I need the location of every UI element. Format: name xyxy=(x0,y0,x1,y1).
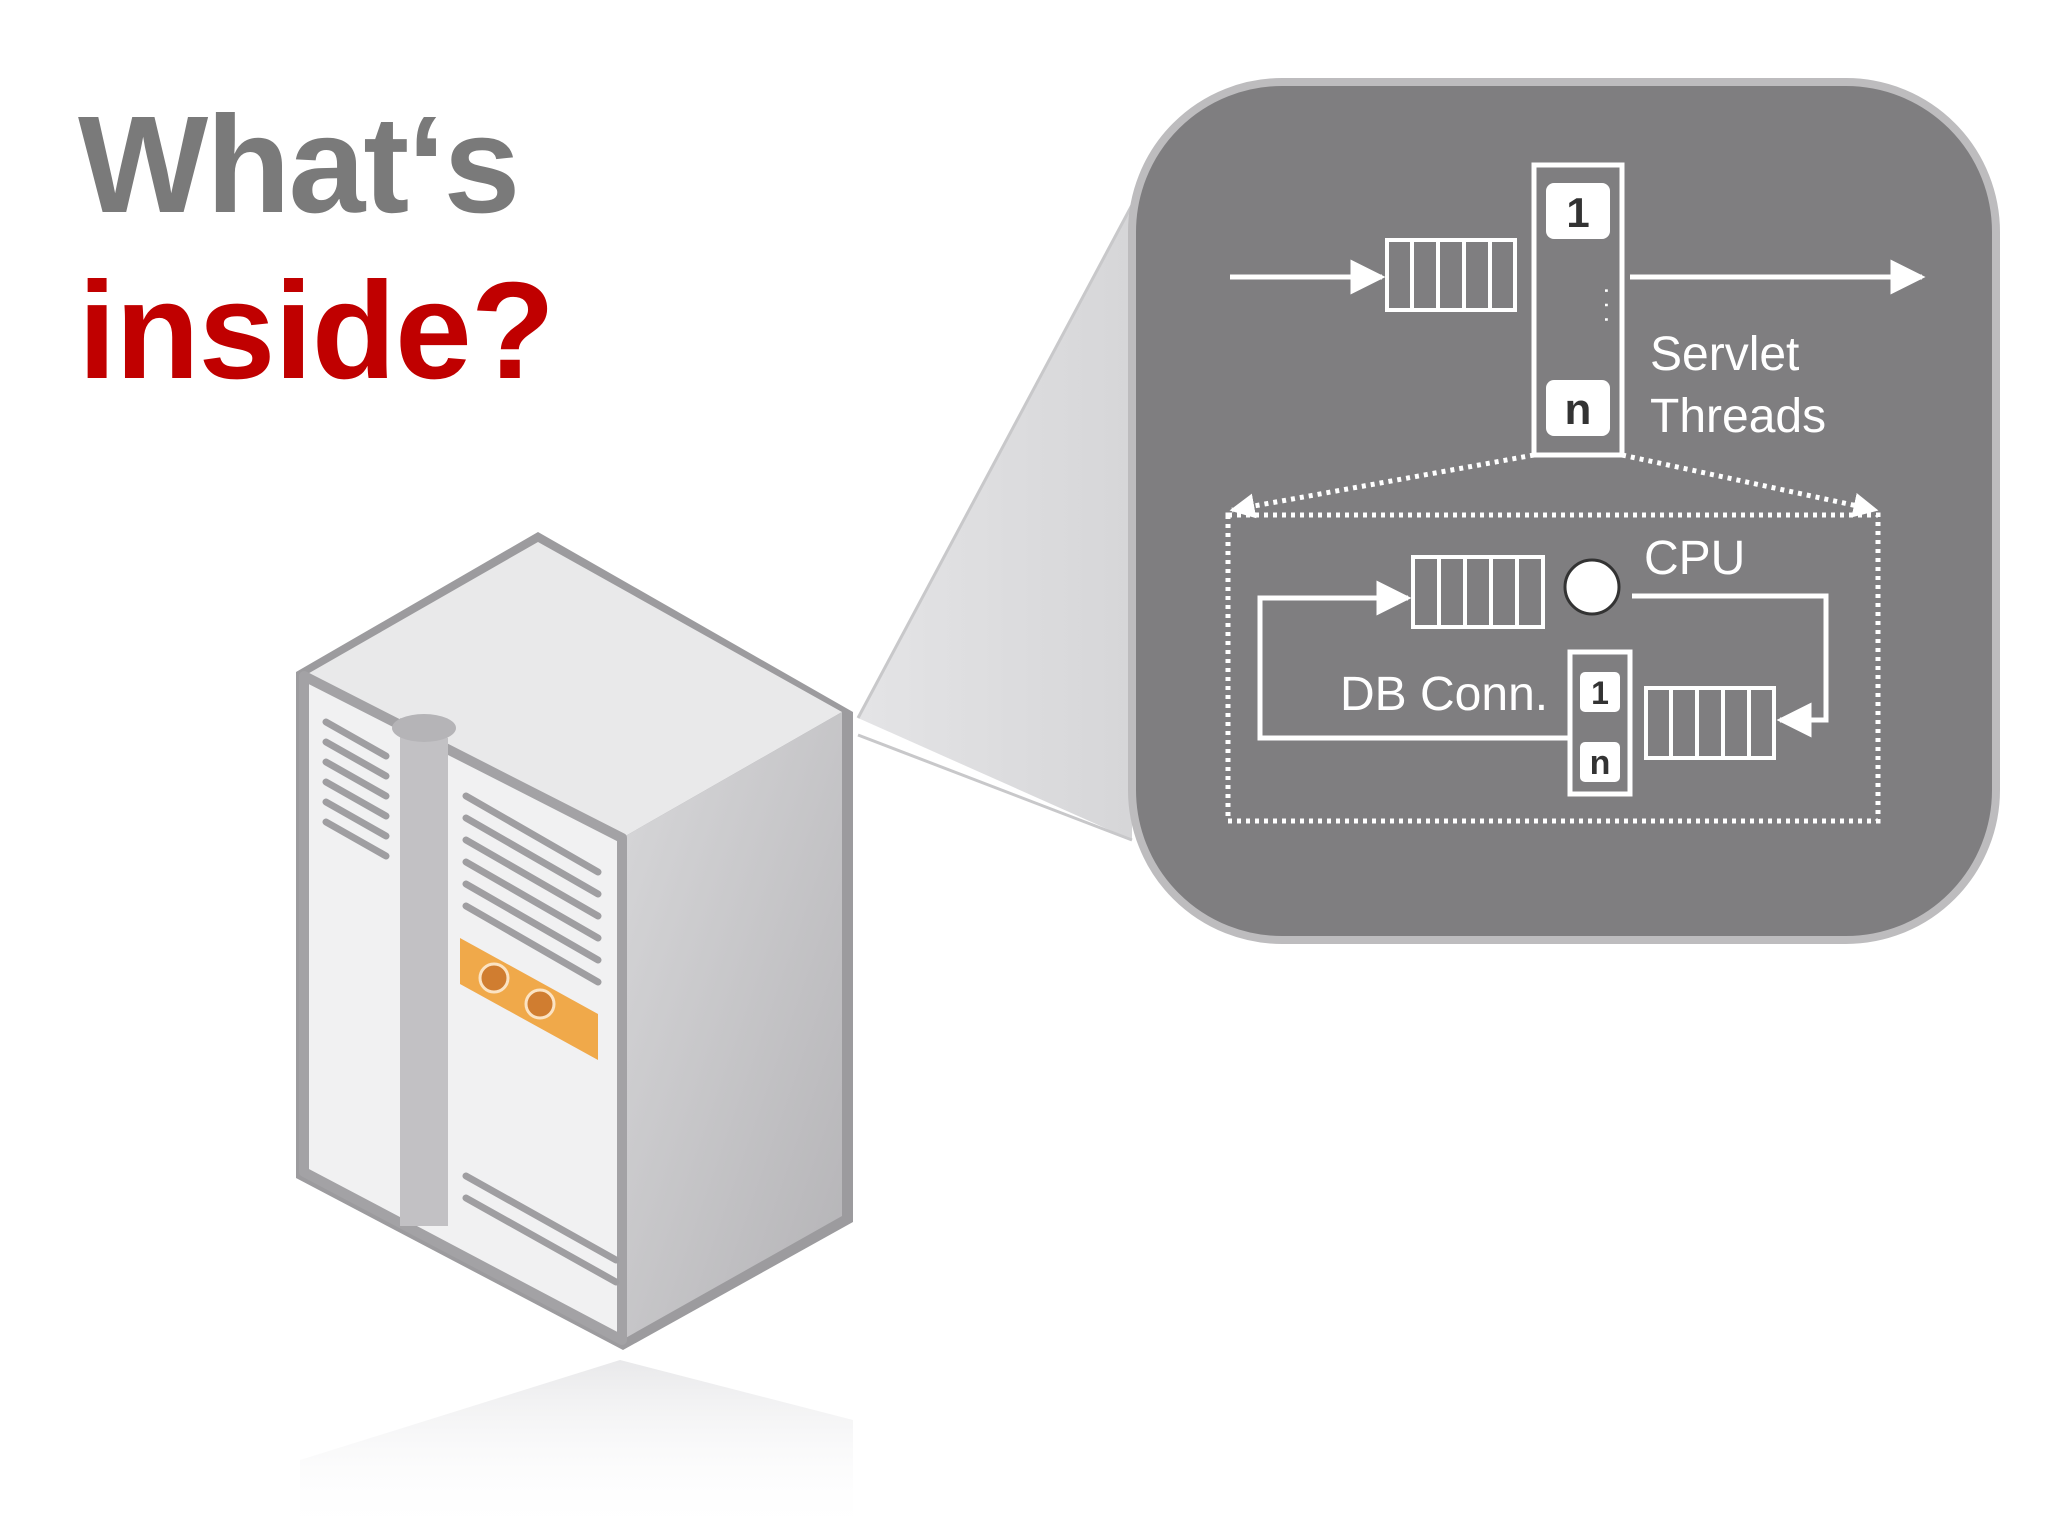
thread-first-box xyxy=(1546,183,1610,239)
servlet-threads-label-line1: Servlet xyxy=(1650,328,1799,381)
db-first-box xyxy=(1580,672,1620,712)
db-last-box xyxy=(1580,742,1620,782)
server-icon xyxy=(296,532,853,1350)
expansion-line-right xyxy=(1621,452,1879,518)
db-queue xyxy=(1644,686,1776,760)
db-last-label: n xyxy=(1590,744,1611,782)
title-line1: What‘s xyxy=(78,88,520,242)
zoom-wedge-edge-bottom xyxy=(857,733,1133,842)
request-queue xyxy=(1385,238,1517,312)
cpu-circle xyxy=(1563,558,1621,616)
cpu-to-db-line xyxy=(1632,593,1829,738)
cpu-loop-return-line xyxy=(1257,580,1568,741)
db-conn-label: DB Conn. xyxy=(1340,668,1548,721)
expansion-line-left xyxy=(1229,452,1535,519)
db-first-label: 1 xyxy=(1591,675,1609,711)
thread-last-box xyxy=(1546,380,1610,436)
zoom-wedge-edge-top xyxy=(856,204,1134,719)
cpu-queue xyxy=(1411,555,1545,629)
thread-detail-box xyxy=(1225,512,1881,824)
thread-last-label: n xyxy=(1565,385,1592,434)
thread-dots: . . . xyxy=(1599,287,1629,323)
cpu-label: CPU xyxy=(1644,532,1745,585)
thread-first-label: 1 xyxy=(1566,189,1589,236)
zoom-wedge xyxy=(858,205,1132,840)
server-reflection xyxy=(300,1360,853,1536)
db-connection-pool xyxy=(1567,649,1633,797)
title-line2: inside? xyxy=(78,254,555,408)
servlet-threads-label-line2: Threads xyxy=(1650,390,1826,443)
servlet-thread-pool xyxy=(1531,162,1625,458)
